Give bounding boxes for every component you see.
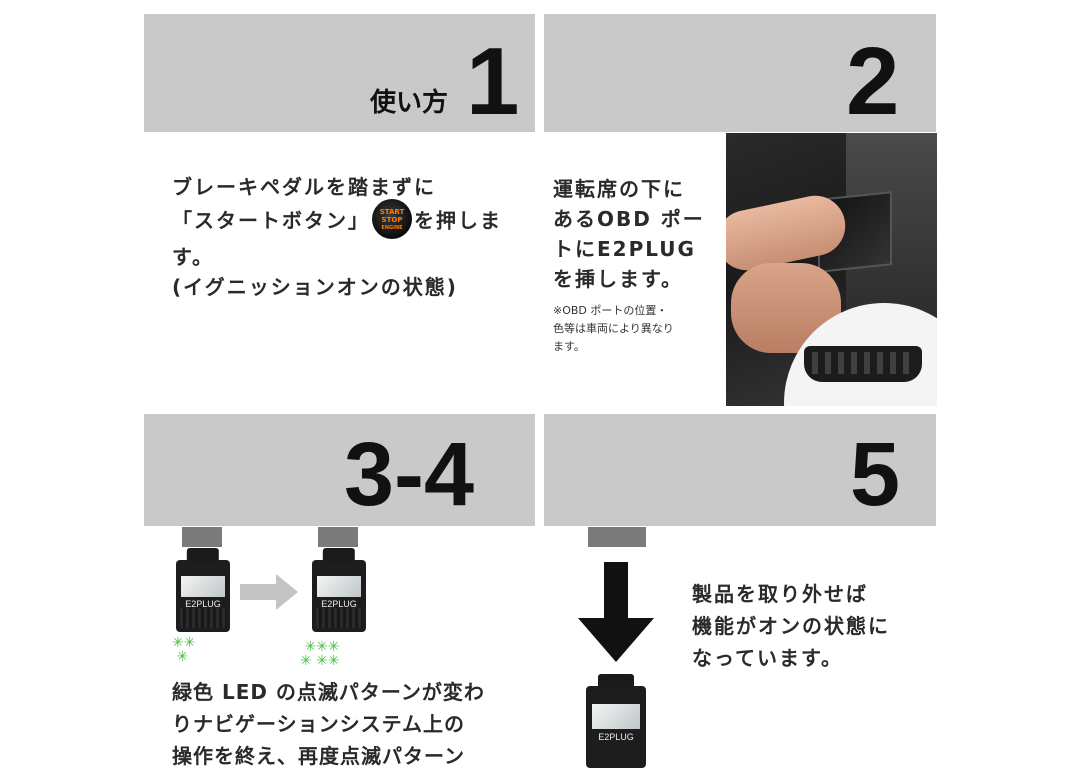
device-tab <box>598 674 634 688</box>
step2-note: ※OBD ポートの位置・ 色等は車両により異なり ます。 <box>553 302 718 356</box>
step1-header: 使い方 1 <box>144 14 535 132</box>
step5-line-2: 機能がオンの状態に <box>692 614 890 638</box>
step5-header: 5 <box>544 414 936 526</box>
cable-right <box>318 527 358 547</box>
e2plug-device-before: E2PLUG <box>176 548 230 632</box>
step2-line-1: 運転席の下に <box>553 177 685 201</box>
step1-line-2a: 「スタートボタン」 <box>172 208 370 233</box>
step34-line-1: 緑色 LED の点滅パターンが変わ <box>172 680 485 704</box>
start-button-text-1: START <box>379 208 405 216</box>
device-brand: E2PLUG <box>321 598 357 609</box>
step1-line-3: す。 <box>172 245 214 269</box>
step2-text: 運転席の下に あるOBD ポー トにE2PLUG を挿します。 <box>553 174 723 294</box>
led-blink-icon: ✳✳ ✳ <box>172 635 196 665</box>
arrow-down-icon <box>578 562 654 662</box>
step1-line-4: (イグニッションオンの状態) <box>172 275 458 299</box>
step1-line-2b: を押しま <box>414 208 502 233</box>
step1-number: 1 <box>466 28 520 135</box>
step5-line-3: なっています。 <box>692 646 843 670</box>
device-tab <box>186 548 220 562</box>
step5-line-1: 製品を取り外せば <box>692 582 868 606</box>
device-screen <box>181 575 225 598</box>
step1-label: 使い方 <box>370 88 449 118</box>
step2-note-line-1: ※OBD ポートの位置・ <box>553 304 668 317</box>
device-screen <box>592 704 640 729</box>
step34-number: 3-4 <box>344 425 475 525</box>
obd-connector-pins <box>812 352 914 374</box>
step1-line-1: ブレーキペダルを踏まずに <box>172 175 436 199</box>
step34-line-2: りナビゲーションシステム上の <box>172 712 465 736</box>
cable-left <box>182 527 222 547</box>
device-grille <box>316 607 362 628</box>
led-blink-icon: ✳✳✳✳ ✳✳ <box>300 639 340 669</box>
device-brand: E2PLUG <box>598 731 634 742</box>
start-button-text-2: STOP <box>381 216 403 224</box>
step34-text: 緑色 LED の点滅パターンが変わ りナビゲーションシステム上の 操作を終え、再… <box>172 676 532 772</box>
step5-number: 5 <box>850 425 901 525</box>
step2-note-line-3: ます。 <box>553 340 585 353</box>
e2plug-device-after: E2PLUG <box>312 548 366 632</box>
start-button-text-3: ENGINE <box>381 225 403 231</box>
e2plug-device-removed: E2PLUG <box>586 674 646 768</box>
step5-text: 製品を取り外せば 機能がオンの状態に なっています。 <box>692 578 932 674</box>
device-tab <box>322 548 356 562</box>
device-screen <box>317 575 361 598</box>
step2-line-4: を挿します。 <box>553 267 683 291</box>
step2-line-2: あるOBD ポー <box>553 207 705 231</box>
obd-port-photo <box>726 133 937 406</box>
step2-note-line-2: 色等は車両により異なり <box>553 322 674 335</box>
step2-header: 2 <box>544 14 936 132</box>
step34-line-3: 操作を終え、再度点滅パターン <box>172 744 465 768</box>
device-brand: E2PLUG <box>185 598 221 609</box>
step2-number: 2 <box>846 28 900 135</box>
step34-header: 3-4 <box>144 414 535 526</box>
cable-detached <box>588 527 646 547</box>
step2-line-3: トにE2PLUG <box>553 237 696 261</box>
device-grille <box>180 607 226 628</box>
arrow-right-icon <box>240 574 298 610</box>
